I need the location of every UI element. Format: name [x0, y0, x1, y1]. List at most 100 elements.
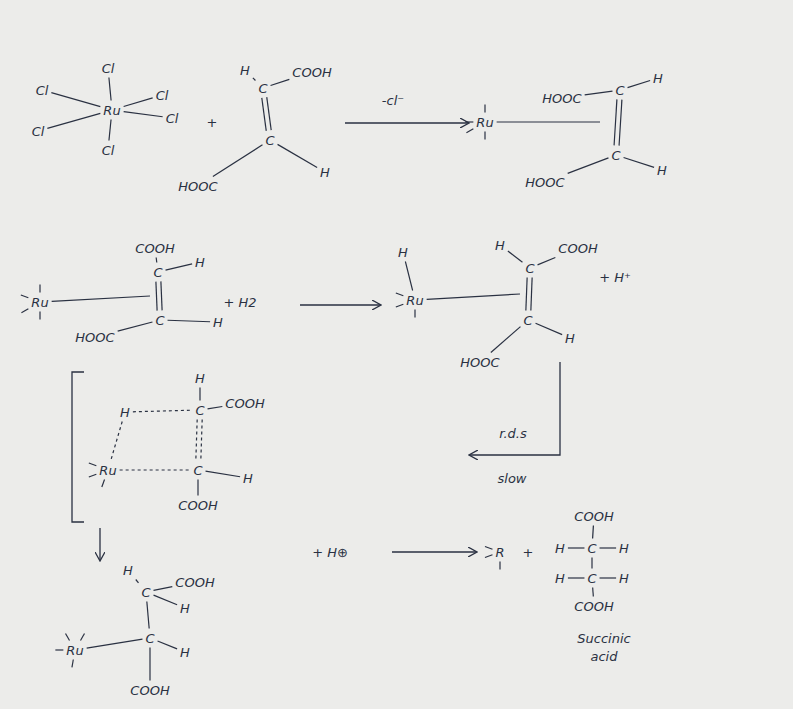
bond-line — [585, 91, 613, 95]
bond-line — [465, 121, 473, 122]
bond-line — [499, 562, 500, 570]
atom-label: COOH — [130, 684, 169, 697]
bond-line — [592, 526, 594, 539]
atom-label: H — [619, 542, 629, 555]
atom-label: H — [653, 72, 663, 85]
bond-line — [21, 309, 28, 313]
atom-label: C — [265, 134, 274, 147]
reaction-arrow — [345, 122, 468, 123]
reaction-arrow — [470, 362, 560, 455]
atom-label: C — [587, 572, 596, 585]
bond-line — [196, 419, 197, 460]
atom-label: H — [398, 246, 408, 259]
atom-label: C — [525, 262, 534, 275]
bond-line — [102, 480, 105, 488]
atom-label: Ru — [66, 644, 83, 657]
atom-label: H — [555, 542, 565, 555]
bond-line — [538, 257, 556, 264]
atom-label: HOOC — [460, 356, 499, 369]
atom-label: COOH — [225, 397, 264, 410]
bond-line — [253, 78, 256, 81]
bond-line — [154, 595, 178, 605]
bond-line — [208, 407, 223, 409]
bond-line — [206, 471, 241, 477]
bond-line — [51, 93, 100, 107]
bond-line — [628, 80, 651, 87]
atom-label: C — [141, 586, 150, 599]
bond-line — [262, 98, 266, 131]
atom-label: Ru — [99, 464, 116, 477]
bond-line — [201, 420, 202, 461]
atom-label: H — [565, 332, 575, 345]
atom-label: H — [123, 564, 133, 577]
atom-label: Cl — [166, 112, 179, 125]
atom-label: H — [619, 572, 629, 585]
reaction-arrow — [392, 551, 476, 552]
bond-line — [591, 558, 592, 569]
atom-label: H — [195, 372, 205, 385]
atom-label: + — [523, 546, 534, 559]
bond-line — [466, 129, 473, 133]
bond-line — [267, 97, 271, 130]
reaction-arrow — [99, 528, 100, 560]
atom-label: C — [615, 84, 624, 97]
bond-line — [427, 294, 520, 299]
atom-label: R — [495, 546, 504, 559]
bond-line — [161, 281, 162, 310]
bond-line — [508, 251, 523, 262]
bond-line — [531, 278, 532, 311]
bond-line — [568, 158, 609, 174]
bond-line — [485, 547, 493, 550]
bond-line — [213, 145, 263, 177]
atom-label: Cl — [102, 144, 115, 157]
bond-line — [89, 463, 97, 466]
bond-line — [55, 649, 63, 650]
atom-label: H — [120, 406, 130, 419]
bond-line — [168, 320, 211, 321]
bond-line — [600, 547, 617, 548]
atom-label: H — [320, 166, 330, 179]
atom-label: COOH — [175, 576, 214, 589]
bond-line — [158, 641, 178, 649]
bond-line — [619, 100, 622, 146]
bond-line — [136, 580, 139, 583]
atom-label: C — [153, 266, 162, 279]
atom-label: COOH — [292, 66, 331, 79]
atom-label: + H⁺ — [599, 271, 631, 284]
atom-label: -cl⁻ — [382, 94, 404, 107]
transition-bracket — [72, 372, 84, 522]
atom-label: Ru — [476, 116, 493, 129]
atom-label: H — [195, 256, 205, 269]
atom-label: H — [495, 239, 505, 252]
bond-line — [52, 296, 150, 301]
bond-line — [156, 282, 157, 311]
bond-line — [278, 144, 318, 167]
atom-label: H — [243, 472, 253, 485]
bond-line — [66, 634, 70, 641]
bond-line — [118, 322, 153, 331]
bond-line — [497, 121, 600, 122]
atom-label: Cl — [156, 89, 169, 102]
atom-label: C — [587, 542, 596, 555]
bond-line — [568, 547, 585, 548]
atom-label: COOH — [178, 499, 217, 512]
bond-line — [199, 388, 200, 401]
bond-line — [592, 588, 594, 597]
atom-label: r.d.s — [499, 427, 526, 440]
bond-line — [149, 648, 150, 681]
bond-line — [485, 555, 493, 558]
bond-line — [120, 469, 191, 470]
atom-label: HOOC — [525, 176, 564, 189]
atom-label: Cl — [102, 62, 115, 75]
atom-label: + — [207, 116, 218, 129]
bond-line — [39, 312, 40, 320]
atom-label: C — [155, 314, 164, 327]
atom-label: HOOC — [178, 180, 217, 193]
bond-line — [111, 422, 122, 461]
bond-line — [166, 264, 193, 270]
atom-label: H — [657, 164, 667, 177]
bond-line — [568, 577, 585, 578]
atom-label: COOH — [574, 600, 613, 613]
atom-label: COOH — [558, 242, 597, 255]
atom-label: + H⊕ — [312, 546, 348, 559]
